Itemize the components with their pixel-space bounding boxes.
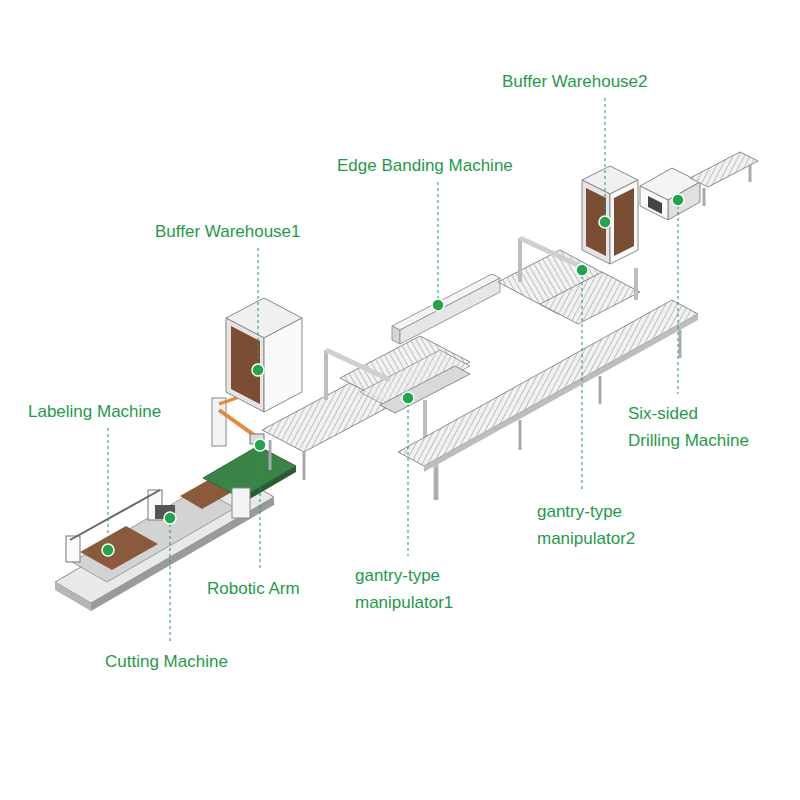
part-label: gantry-type manipulator2 <box>537 498 667 552</box>
leader-lines <box>108 98 678 642</box>
roller-conveyor <box>398 300 698 500</box>
buffer-warehouse <box>582 166 638 264</box>
green-belt <box>203 446 296 518</box>
callout-dots <box>102 194 684 556</box>
drilling-machine <box>640 152 758 220</box>
part-label: gantry-type manipulator1 <box>355 562 485 616</box>
part-label: Edge Banding Machine <box>337 152 513 179</box>
part-label: Cutting Machine <box>105 648 228 675</box>
part-label: Buffer Warehouse1 <box>155 218 301 245</box>
gantry-manipulator <box>326 336 470 500</box>
edge-banding-machine <box>392 274 500 344</box>
part-label: Six-sided Drilling Machine <box>628 400 752 454</box>
part-label: Labeling Machine <box>28 398 161 425</box>
buffer-warehouse <box>226 298 302 412</box>
part-label: Buffer Warehouse2 <box>502 68 648 95</box>
part-label: Robotic Arm <box>207 575 300 602</box>
